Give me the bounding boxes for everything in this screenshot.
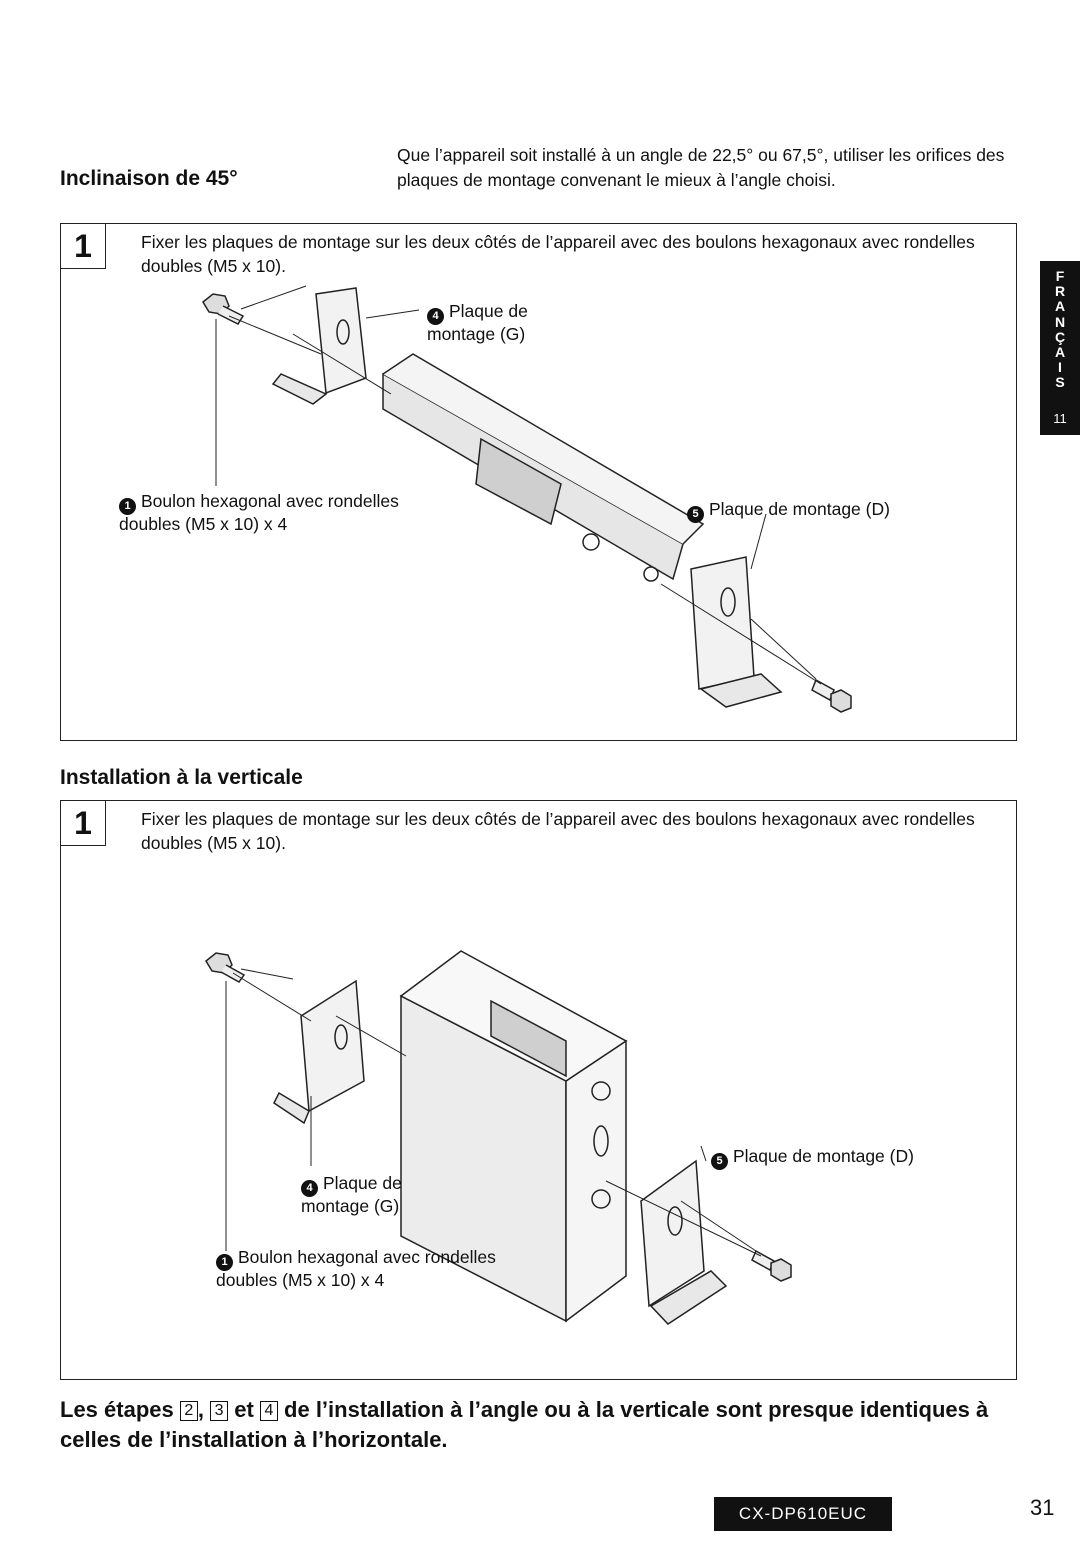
language-tab-page: 11	[1053, 411, 1067, 426]
hex-bolt-right-icon	[751, 1249, 792, 1282]
label-plate-d: 5 Plaque de montage (D)	[687, 500, 987, 523]
step-text: Fixer les plaques de montage sur les deu…	[141, 809, 975, 853]
callout-1-icon: 1	[216, 1254, 233, 1271]
page-number: 31	[1030, 1495, 1055, 1520]
callout-4-icon: 4	[301, 1180, 318, 1197]
footer-note: Les étapes 2, 3 et 4 de l’installation à…	[60, 1397, 989, 1452]
language-tab-letter: I	[1058, 359, 1062, 376]
step-text: Fixer les plaques de montage sur les deu…	[141, 232, 975, 276]
mounting-plate-left-icon	[273, 979, 365, 1125]
step-ref-3: 3	[210, 1401, 229, 1421]
callout-5-icon: 5	[711, 1153, 728, 1170]
step-box-vertical: 1 Fixer les plaques de montage sur les d…	[60, 800, 1017, 1380]
label-bolt-text: Boulon hexagonal avec rondelles doubles …	[216, 1247, 496, 1290]
step-box-incline: 1 Fixer les plaques de montage sur les d…	[60, 223, 1017, 741]
mounting-plate-right-icon	[690, 556, 783, 708]
unit-body-icon	[399, 950, 628, 1323]
section-heading-incline: Inclinaison de 45°	[60, 167, 238, 190]
mounting-plate-right-icon	[640, 1159, 728, 1325]
callout-5-icon: 5	[687, 506, 704, 523]
label-plate-g-text: Plaque de montage (G)	[301, 1173, 402, 1216]
hex-bolt-left-icon	[205, 952, 246, 983]
label-plate-d-text: Plaque de montage (D)	[733, 1146, 914, 1166]
label-plate-d-text: Plaque de montage (D)	[709, 499, 890, 519]
language-tab-letter: A	[1054, 344, 1066, 361]
language-tab-letter: S	[1055, 374, 1065, 391]
step-ref-2: 2	[179, 1401, 198, 1421]
language-tab-letter: N	[1054, 313, 1066, 330]
diagram-incline-illustration	[202, 285, 852, 713]
step-number: 1	[61, 801, 106, 846]
language-tab-letter: A	[1054, 298, 1066, 315]
language-tab-letter: F	[1055, 268, 1065, 284]
section-heading-vertical: Installation à la verticale	[60, 766, 303, 789]
step-number: 1	[61, 224, 106, 269]
language-tab-letter: Ç	[1054, 328, 1066, 345]
footer-prefix: Les étapes	[60, 1397, 174, 1422]
model-name-badge: CX-DP610EUC	[714, 1497, 892, 1531]
intro-text: Que l’appareil soit installé à un angle …	[397, 145, 1005, 190]
callout-4-icon: 4	[427, 308, 444, 325]
footer-suffix: de l’installation à l’angle ou à la vert…	[60, 1397, 989, 1452]
step-ref-4: 4	[259, 1401, 278, 1421]
footer-connector: et	[234, 1397, 254, 1422]
mounting-plate-left-icon	[271, 287, 367, 405]
label-bolt-text: Boulon hexagonal avec rondelles doubles …	[119, 491, 399, 534]
callout-1-icon: 1	[119, 498, 136, 515]
label-plate-d: 5 Plaque de montage (D)	[711, 1147, 971, 1170]
diagram-vertical-illustration	[205, 950, 792, 1325]
unit-body-icon	[382, 353, 705, 582]
label-plate-g-text: Plaque de montage (G)	[427, 301, 528, 344]
hex-bolt-right-icon	[811, 678, 852, 713]
language-tab-letter: R	[1054, 283, 1066, 300]
